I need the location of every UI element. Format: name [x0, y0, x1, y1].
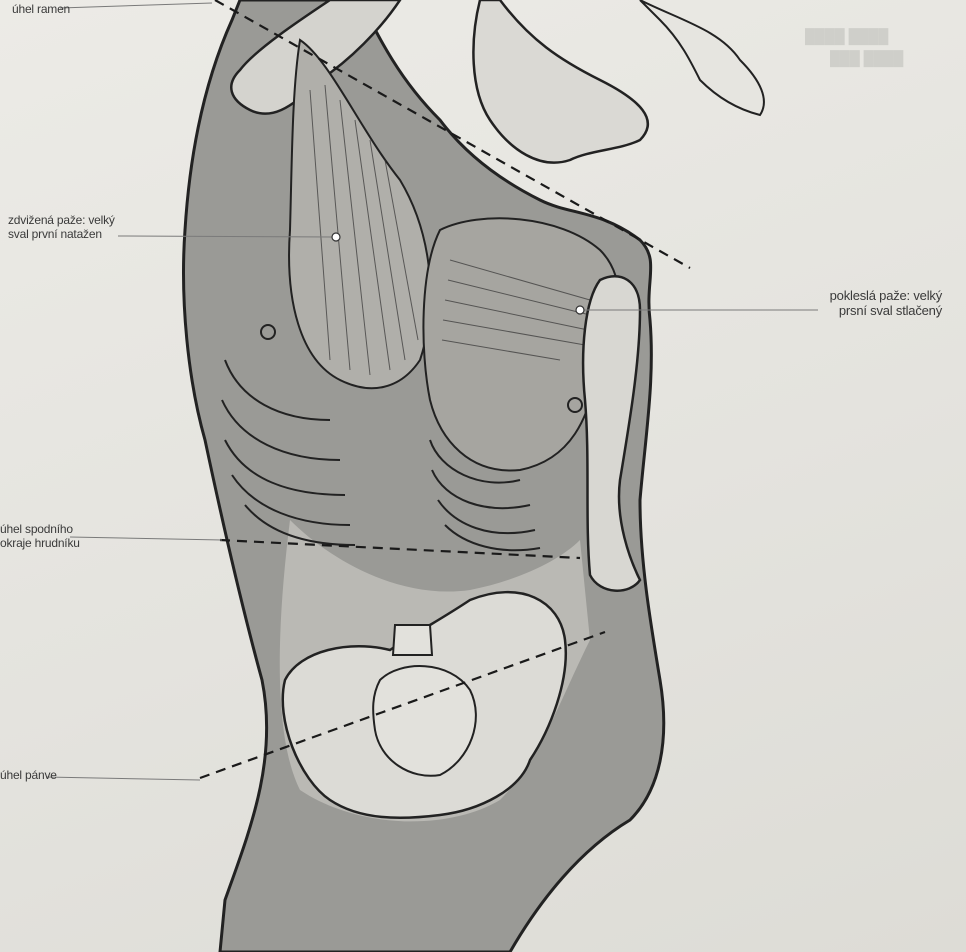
label-text-line1: zdvižená paže: velký [8, 213, 115, 227]
marker-raised-arm [332, 233, 340, 241]
label-ribcage-angle: úhel spodního okraje hrudníku [0, 522, 80, 550]
label-text-line2: sval první natažen [8, 227, 115, 241]
label-text-line1: pokleslá paže: velký [790, 288, 942, 303]
label-text: úhel pánve [0, 768, 57, 782]
label-pelvis-angle: úhel pánve [0, 768, 57, 782]
leader-ribcage [70, 537, 222, 540]
label-raised-arm: zdvižená paže: velký sval první natažen [8, 213, 115, 241]
label-text-line1: úhel spodního [0, 522, 80, 536]
label-text: úhel ramen [12, 2, 70, 16]
hair [640, 0, 764, 115]
label-lowered-arm: pokleslá paže: velký prsní sval stlačený [790, 288, 942, 318]
label-text-line2: okraje hrudníku [0, 536, 80, 550]
marker-lowered-arm [576, 306, 584, 314]
spine-vertebra [393, 625, 432, 655]
label-shoulder-angle: úhel ramen [12, 2, 70, 16]
leader-pelvis [46, 777, 200, 780]
label-text-line2: prsní sval stlačený [790, 303, 942, 318]
head [473, 0, 647, 163]
leader-shoulder [60, 3, 212, 8]
